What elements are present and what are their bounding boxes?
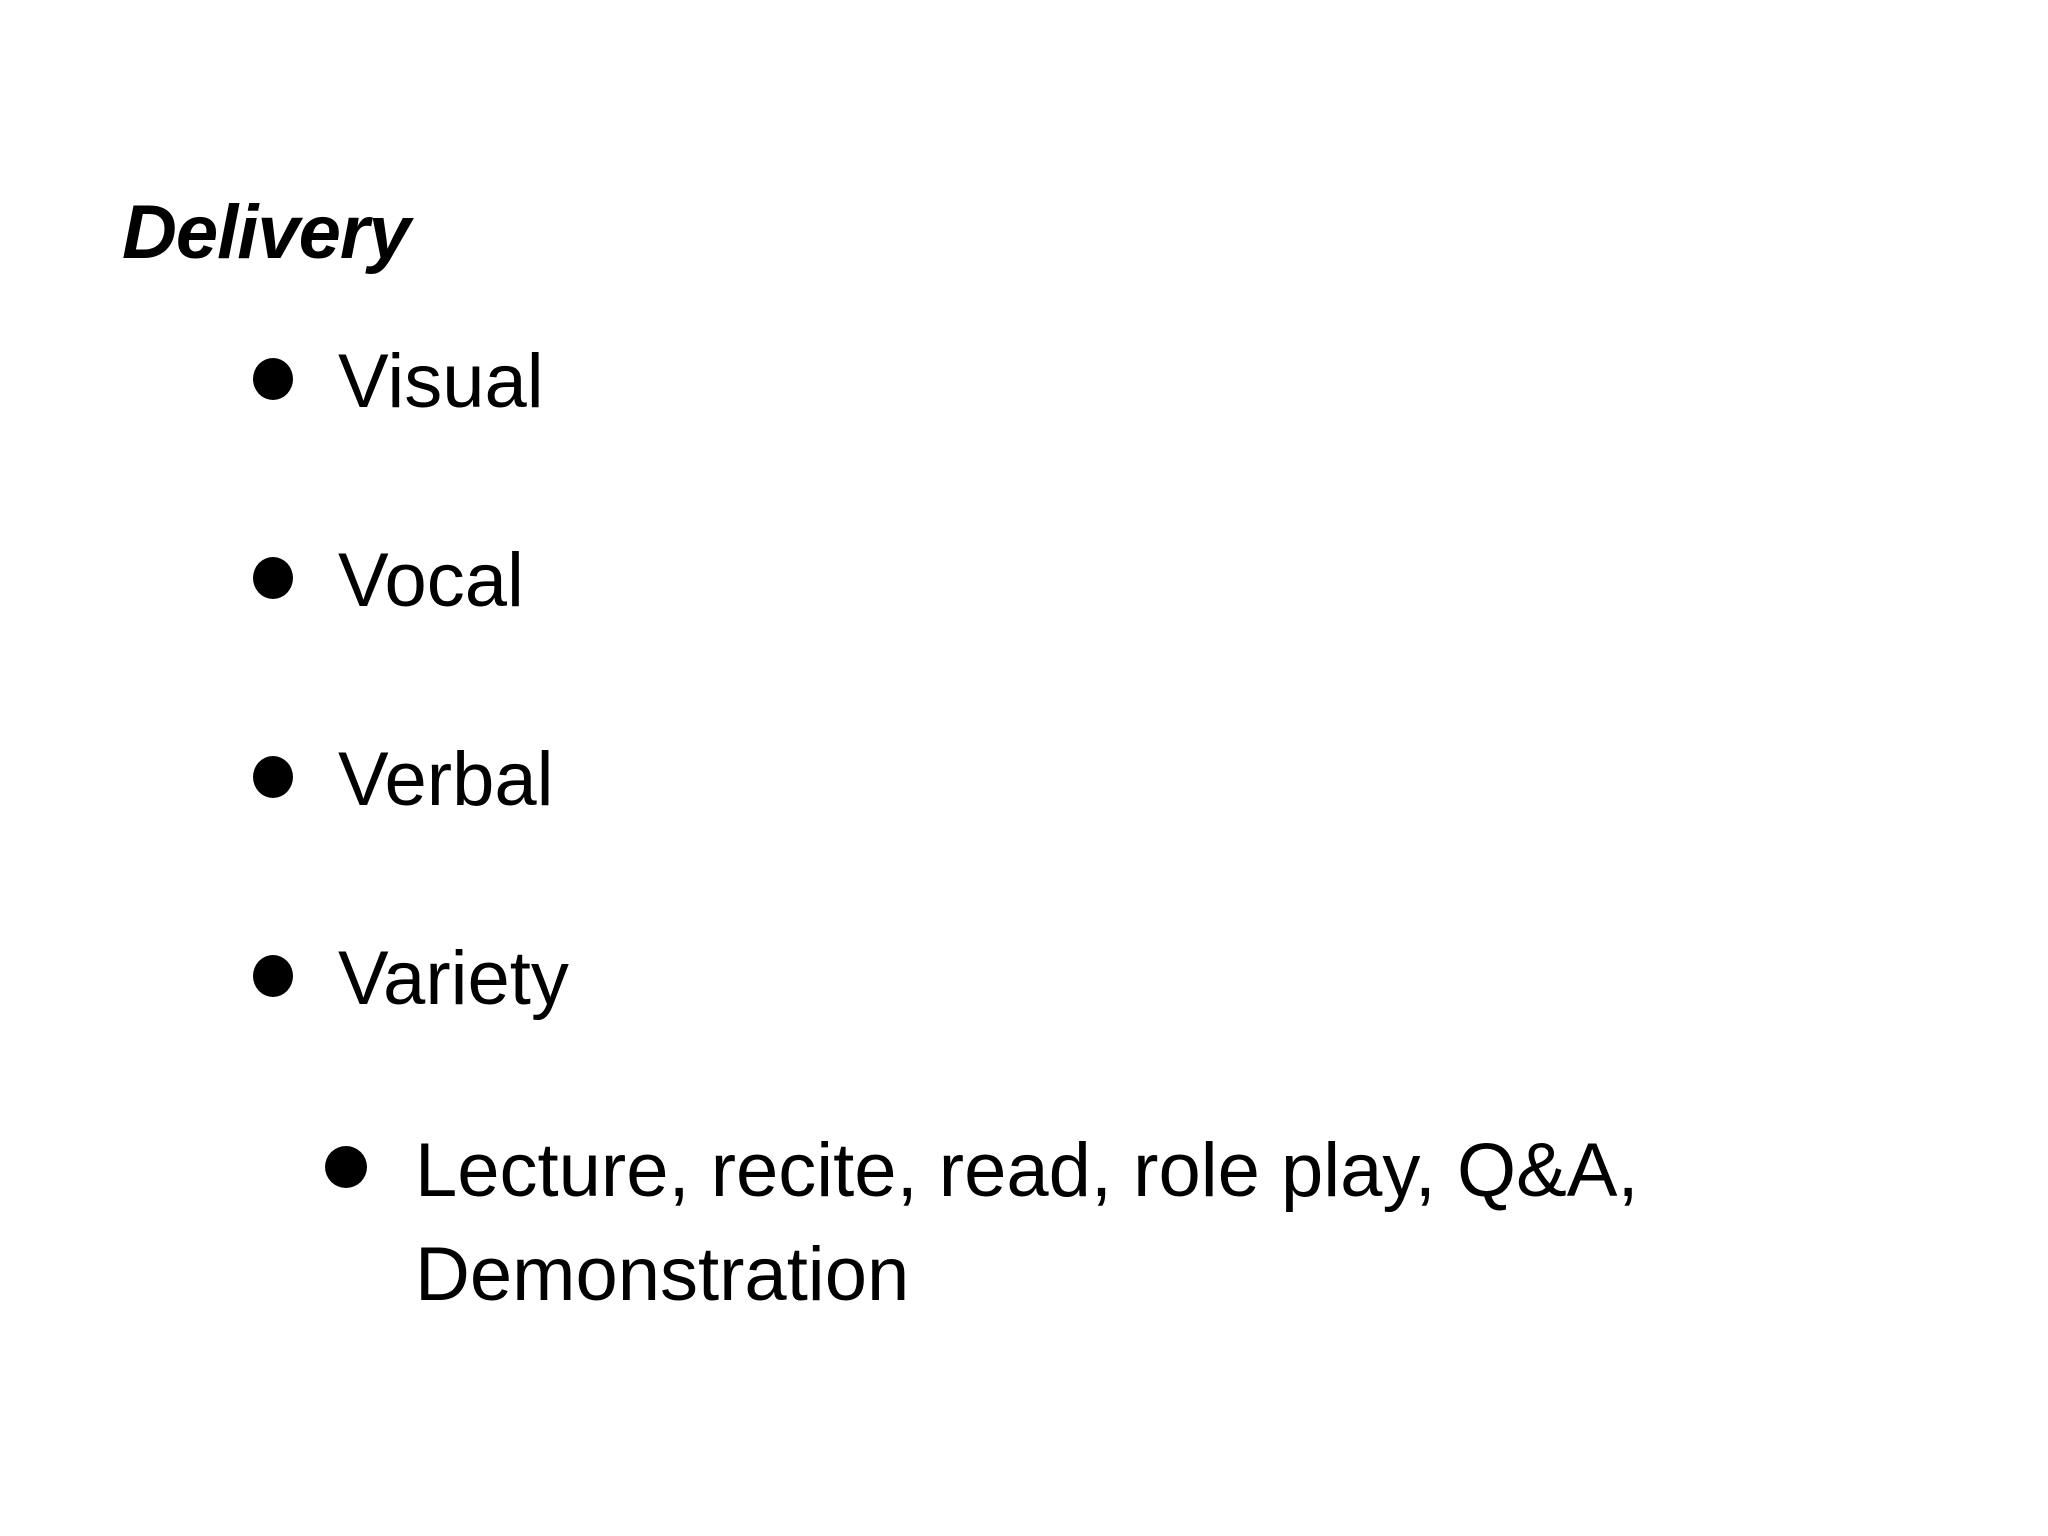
bullet-icon [325, 1146, 367, 1188]
bullet-icon [253, 955, 293, 997]
bullet-label: Variety [338, 936, 569, 1021]
bullet-label: Vocal [338, 538, 524, 623]
bullet-item-visual: Visual [253, 344, 544, 420]
bullet-label: Visual [338, 339, 544, 424]
bullet-label: Verbal [338, 737, 554, 822]
bullet-icon [253, 557, 293, 599]
bullet-item-vocal: Vocal [253, 543, 524, 619]
bullet-item-variety: Variety [253, 941, 569, 1017]
bullet-icon [253, 756, 293, 798]
bullet-icon [253, 358, 293, 400]
sub-bullet-item-delivery-methods: Lecture, recite, read, role play, Q&A, D… [325, 1119, 1735, 1327]
sub-bullet-label: Lecture, recite, read, role play, Q&A, D… [415, 1128, 1639, 1317]
slide-title: Delivery [122, 189, 411, 275]
bullet-item-verbal: Verbal [253, 742, 554, 818]
